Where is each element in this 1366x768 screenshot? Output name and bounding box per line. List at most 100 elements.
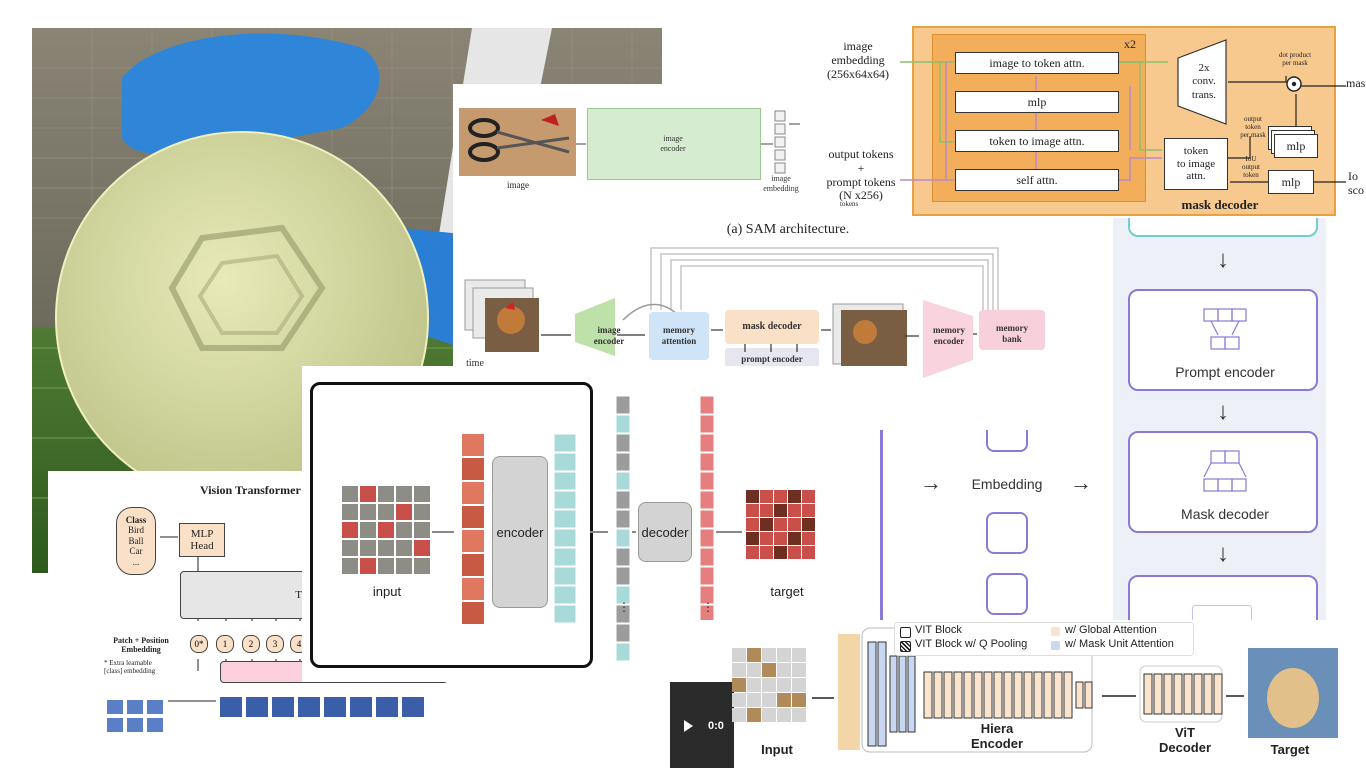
hiera-decoder-block <box>1143 673 1153 715</box>
sam2-memory-attention-label: memory attention <box>661 324 697 346</box>
mae-decoded-token <box>699 490 715 510</box>
hiera-input-patch <box>732 663 746 677</box>
sam2-mask-decoder-label: mask decoder <box>742 320 802 332</box>
hiera-global-block <box>1013 671 1023 719</box>
mae-full-token <box>615 623 631 643</box>
mae-input-label: input <box>372 583 402 599</box>
mae-input-patch <box>342 486 358 502</box>
mae-target-patch <box>746 504 759 517</box>
vit-token-0: 0* <box>190 635 208 653</box>
mae-input-patch <box>414 540 430 556</box>
hiera-mask-block <box>907 655 916 733</box>
mae-full-token <box>615 547 631 567</box>
hiera-decoder-block <box>1153 673 1163 715</box>
hiera-global-block <box>963 671 973 719</box>
mae-decoder-box: decoder <box>638 502 692 562</box>
mask-decoder-flow-box: Mask decoder <box>1128 431 1318 533</box>
hiera-global-block <box>993 671 1003 719</box>
output-token-per-mask-label: output token per mask <box>1240 114 1266 140</box>
token-to-image-attn-block: token to image attn. <box>955 130 1119 152</box>
mae-full-token <box>615 395 631 415</box>
sam-flow-panel: ↓ Prompt encoder ↓ Mask decoder ↓ → Embe… <box>870 215 1366 640</box>
flow-right-arrow-1: → <box>920 470 942 495</box>
mae-decoded-token <box>699 452 715 472</box>
legend-mask-unit-attention: w/ Mask Unit Attention <box>1065 638 1174 650</box>
hiera-decoder-block <box>1203 673 1213 715</box>
mae-target-patch <box>760 518 773 531</box>
hiera-input-patch <box>762 678 776 692</box>
mae-visible-patch <box>462 602 484 624</box>
mae-input-patch <box>360 504 376 520</box>
video-play-icon[interactable] <box>684 720 693 732</box>
mae-target-patch <box>760 490 773 503</box>
tokens-subscript: tokens <box>840 200 859 208</box>
mae-input-patch <box>414 486 430 502</box>
mae-input-patch <box>414 504 430 520</box>
mae-input-patch <box>360 540 376 556</box>
mae-latent-token <box>553 490 577 510</box>
mae-input-patch <box>396 522 412 538</box>
hiera-input-patch <box>777 648 791 662</box>
prompt-encoder-box: Prompt encoder <box>1128 289 1318 391</box>
mae-target-patch <box>802 532 815 545</box>
mae-visible-patch <box>462 458 484 480</box>
vit-class-1: Bird <box>127 525 144 536</box>
mae-input-patch <box>378 486 394 502</box>
hiera-global-block <box>1053 671 1063 719</box>
hiera-global-block <box>1063 671 1073 719</box>
mae-input-patch <box>342 540 358 556</box>
hiera-input-patch <box>747 648 761 662</box>
hiera-mask-block <box>877 641 887 747</box>
flow-down-arrow-1: ↓ <box>1217 246 1229 273</box>
mae-target-patch <box>802 546 815 559</box>
mae-input-patch <box>378 522 394 538</box>
hiera-input-patch <box>747 708 761 722</box>
mae-latent-token <box>553 604 577 624</box>
prompt-encoder-label: Prompt encoder <box>1175 364 1275 380</box>
hiera-input-patch <box>792 693 806 707</box>
mae-full-token <box>615 414 631 434</box>
hiera-panel: 0:0 VIT Block VIT Block w/ Q Pooling w/ … <box>670 620 1366 768</box>
mae-encoder-box: encoder <box>492 456 548 608</box>
mae-full-token <box>615 585 631 605</box>
legend-global-icon <box>1051 627 1060 636</box>
mae-target-patch <box>774 504 787 517</box>
mask-decoder-title: mask decoder <box>1181 197 1259 212</box>
sam2-prompt-encoder-label: prompt encoder <box>741 354 803 364</box>
legend-vit-block-icon <box>900 627 911 638</box>
mae-encoder-label: encoder <box>496 524 544 540</box>
mae-decoded-token <box>699 547 715 567</box>
mae-latent-token <box>553 433 577 453</box>
mae-full-token <box>615 433 631 453</box>
hiera-input-patch <box>777 708 791 722</box>
flow-small-box-2 <box>986 512 1028 554</box>
mae-target-patch <box>760 546 773 559</box>
hiera-vit-decoder-label: ViT Decoder <box>1158 725 1212 755</box>
sam2-memory-bank-label: memory bank <box>996 322 1028 344</box>
mae-input-patch <box>414 558 430 574</box>
video-time-label: 0:0 <box>708 720 724 732</box>
embedding-label: Embedding <box>971 476 1043 492</box>
flow-down-arrow-2: ↓ <box>1217 398 1229 425</box>
iou-scores-label: Io sco <box>1348 169 1364 197</box>
mae-input-patch <box>360 522 376 538</box>
mae-visible-patch <box>462 530 484 552</box>
hiera-global-block <box>953 671 963 719</box>
mae-full-token <box>615 566 631 586</box>
mae-target-patch <box>746 490 759 503</box>
vit-title: Vision Transformer <box>200 483 301 497</box>
vit-mlp-head: MLP Head <box>179 523 225 557</box>
mae-input-patch <box>396 540 412 556</box>
hiera-input-patch <box>732 693 746 707</box>
sam-image-encoder <box>587 108 761 180</box>
mae-latent-token <box>553 509 577 529</box>
mae-visible-patch <box>462 434 484 456</box>
mae-target-patch <box>788 504 801 517</box>
hiera-mask-block <box>889 655 898 733</box>
hiera-global-block <box>1033 671 1043 719</box>
flow-right-arrow-2: → <box>1070 470 1092 495</box>
flow-small-box-1 <box>986 430 1028 452</box>
mae-decoded-token <box>699 433 715 453</box>
hiera-global-block <box>1023 671 1033 719</box>
sam2-image-encoder-label: image encoder <box>593 324 625 346</box>
